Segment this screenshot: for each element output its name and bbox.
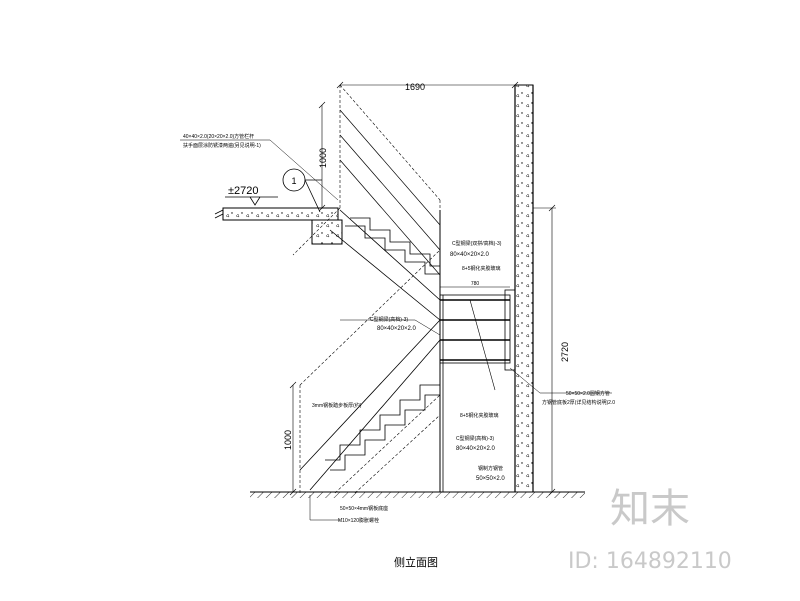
- landing-frame: [439, 210, 516, 492]
- dimension-total-height: [533, 204, 556, 496]
- dimension-lower-rail: [289, 381, 297, 496]
- note-base-1: 50×50×4mm钢板底座: [340, 505, 388, 512]
- floor-slab: [214, 207, 343, 245]
- dim-total-height: 2720: [560, 342, 570, 362]
- note-right-col-1: 50×50×2.0圆钢方管: [566, 390, 610, 397]
- axis-marker: [282, 168, 322, 213]
- elevation-marker: [225, 196, 278, 206]
- watermark-id: ID: 164892110: [568, 549, 732, 574]
- dim-landing-depth: 780: [471, 281, 480, 287]
- drawing-title: 侧立面图: [394, 555, 438, 569]
- note-beam-lower-2: C型钢梁(高档)-3): [456, 435, 494, 442]
- watermark-logo: 知末: [610, 486, 690, 532]
- stair-treads-upper: [345, 217, 440, 275]
- note-beam-lower-1: 8+5钢化夹胶玻璃: [460, 412, 498, 419]
- dim-top-width: 1690: [405, 82, 425, 92]
- elevation-label: ±2720: [228, 185, 259, 197]
- concrete-wall: [514, 84, 534, 493]
- note-top-left-1: 40×40×2.0(20×20×2.0)方管栏杆: [183, 133, 254, 140]
- note-beam-upper-1: C型钢梁(双拼/高档)-3): [452, 240, 502, 247]
- axis-marker-label: 1: [291, 176, 296, 186]
- note-post-1: 钢制方钢管: [478, 465, 503, 472]
- note-beam-middle-2: 80×40×20×2.0: [377, 326, 417, 332]
- stair-treads-lower: [325, 384, 440, 471]
- balustrade-glass: [292, 84, 441, 494]
- note-right-col-2: 方钢管底板2厚(详见结构说明)2.0: [542, 399, 615, 406]
- note-stair-tread: 3mm钢板踏步板厚(约): [312, 402, 362, 409]
- note-base-2: M10×120膨胀螺栓: [338, 517, 379, 524]
- note-beam-middle-1: C型钢梁(高档)-3): [370, 316, 408, 323]
- dimension-top: [336, 81, 519, 89]
- note-post-2: 50×50×2.0: [476, 476, 505, 482]
- upper-rail: [339, 109, 441, 276]
- dimension-upper-rail: [318, 101, 326, 212]
- note-beam-upper-3: 8+5钢化夹胶玻璃: [462, 265, 500, 272]
- stair-stringer: [299, 209, 441, 491]
- dim-upper-rail-height: 1000: [318, 148, 328, 168]
- leader-lines: [180, 139, 612, 521]
- note-beam-upper-2: 80×40×20×2.0: [450, 252, 490, 258]
- note-top-left-2: 扶手面层涂防锈漆两遍(另见说明-1): [183, 142, 261, 149]
- note-beam-lower-3: 80×40×20×2.0: [456, 446, 496, 452]
- dim-lower-rail-height: 1000: [283, 430, 293, 450]
